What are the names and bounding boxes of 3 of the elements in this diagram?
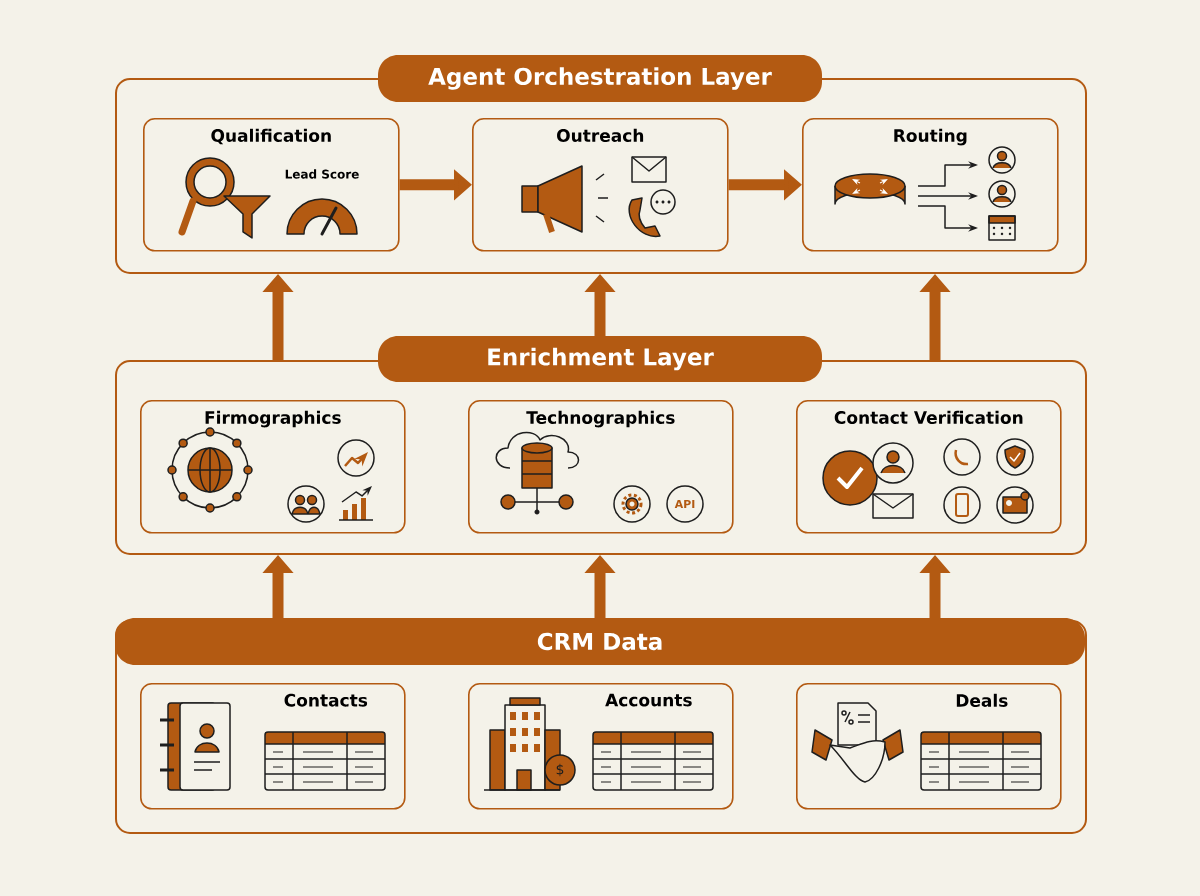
component-box: Routing — [802, 118, 1059, 252]
building-drawing: $ — [483, 697, 576, 791]
component-box: Firmographics — [140, 400, 406, 534]
